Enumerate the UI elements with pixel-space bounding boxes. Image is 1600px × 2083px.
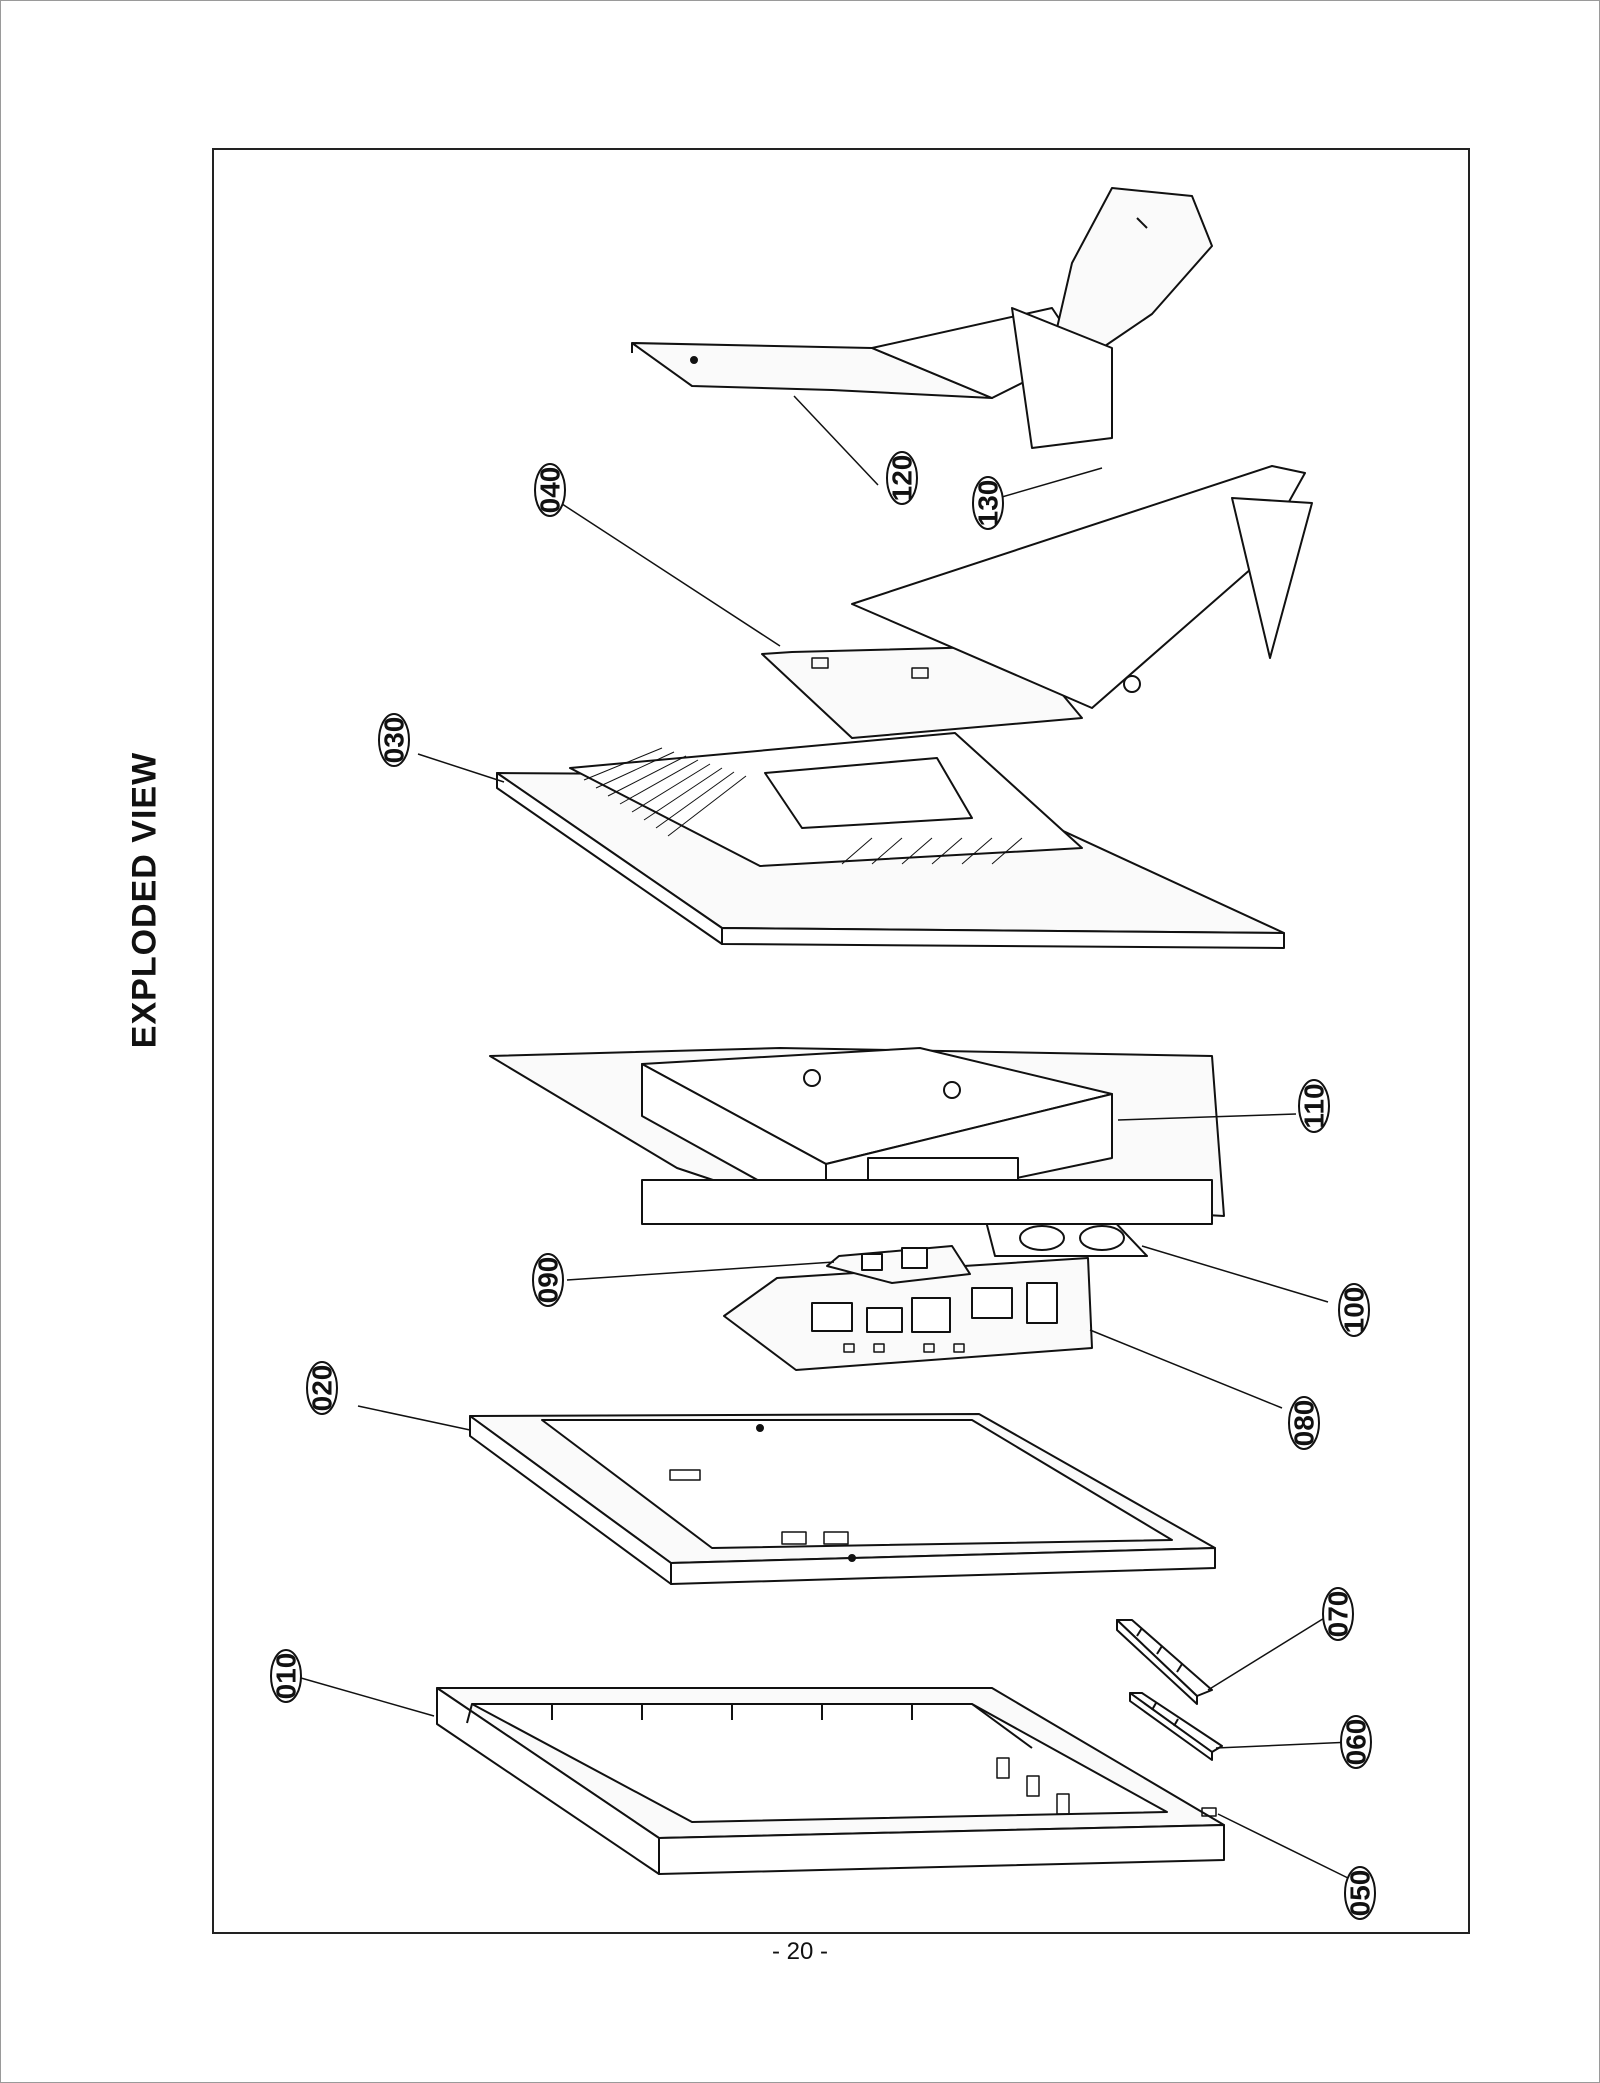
callout-110: 110	[1298, 1079, 1330, 1133]
leader-090	[566, 1261, 835, 1281]
leader-080	[1089, 1329, 1283, 1409]
leader-070	[1207, 1611, 1335, 1691]
part-130-stand-base	[1011, 187, 1213, 449]
callout-label-070: 070	[1323, 1591, 1354, 1638]
callout-label-020: 020	[307, 1365, 338, 1412]
callout-120: 120	[886, 451, 918, 505]
part-030-rear-cover	[496, 732, 1285, 949]
callout-label-080: 080	[1289, 1400, 1320, 1447]
leader-030	[417, 753, 505, 783]
part-110-shield-chassis	[489, 1047, 1225, 1225]
part-060-button-holder	[1129, 1692, 1223, 1761]
leader-130	[987, 467, 1103, 502]
callout-100: 100	[1338, 1283, 1370, 1337]
callout-label-100: 100	[1339, 1287, 1370, 1334]
callout-020: 020	[306, 1361, 338, 1415]
leader-120	[793, 395, 879, 486]
callout-label-040: 040	[535, 467, 566, 514]
part-080-main-pcb	[723, 1257, 1093, 1371]
leader-040	[555, 499, 781, 647]
callout-label-010: 010	[271, 1653, 302, 1700]
callout-070: 070	[1322, 1587, 1354, 1641]
callout-010: 010	[270, 1649, 302, 1703]
leader-060	[1215, 1741, 1353, 1749]
part-090-sub-pcb	[826, 1245, 971, 1284]
callout-030: 030	[378, 713, 410, 767]
part-050-small-part	[1201, 1807, 1217, 1817]
part-070-key-board	[1116, 1619, 1213, 1705]
leader-020	[357, 1405, 471, 1431]
leader-110	[1117, 1113, 1297, 1121]
callout-130: 130	[972, 476, 1004, 530]
callout-label-130: 130	[973, 480, 1004, 527]
part-010-front-bezel	[436, 1687, 1225, 1875]
callout-label-050: 050	[1345, 1870, 1376, 1917]
leader-lines	[293, 395, 1353, 1881]
callout-060: 060	[1340, 1715, 1372, 1769]
callout-040: 040	[534, 463, 566, 517]
callout-080: 080	[1288, 1396, 1320, 1450]
callout-label-060: 060	[1341, 1719, 1372, 1766]
part-020-rear-frame	[469, 1413, 1216, 1585]
leader-010	[293, 1675, 435, 1717]
exploded-view-diagram: 010 020 030 040 050 060 070 080	[270, 187, 1376, 1920]
callout-label-110: 110	[1299, 1083, 1330, 1128]
callout-090: 090	[532, 1253, 564, 1307]
page-title: EXPLODED VIEW	[125, 751, 164, 1049]
page-number: - 20 -	[771, 1938, 828, 1965]
leader-050	[1217, 1813, 1353, 1881]
part-040-stand-hinge	[761, 465, 1313, 739]
callouts: 010 020 030 040 050 060 070 080	[270, 451, 1376, 1920]
callout-label-120: 120	[887, 455, 918, 502]
leader-100	[1141, 1245, 1329, 1303]
callout-050: 050	[1344, 1866, 1376, 1920]
callout-label-090: 090	[533, 1257, 564, 1304]
drawing-frame	[212, 148, 1470, 1934]
callout-label-030: 030	[379, 717, 410, 764]
